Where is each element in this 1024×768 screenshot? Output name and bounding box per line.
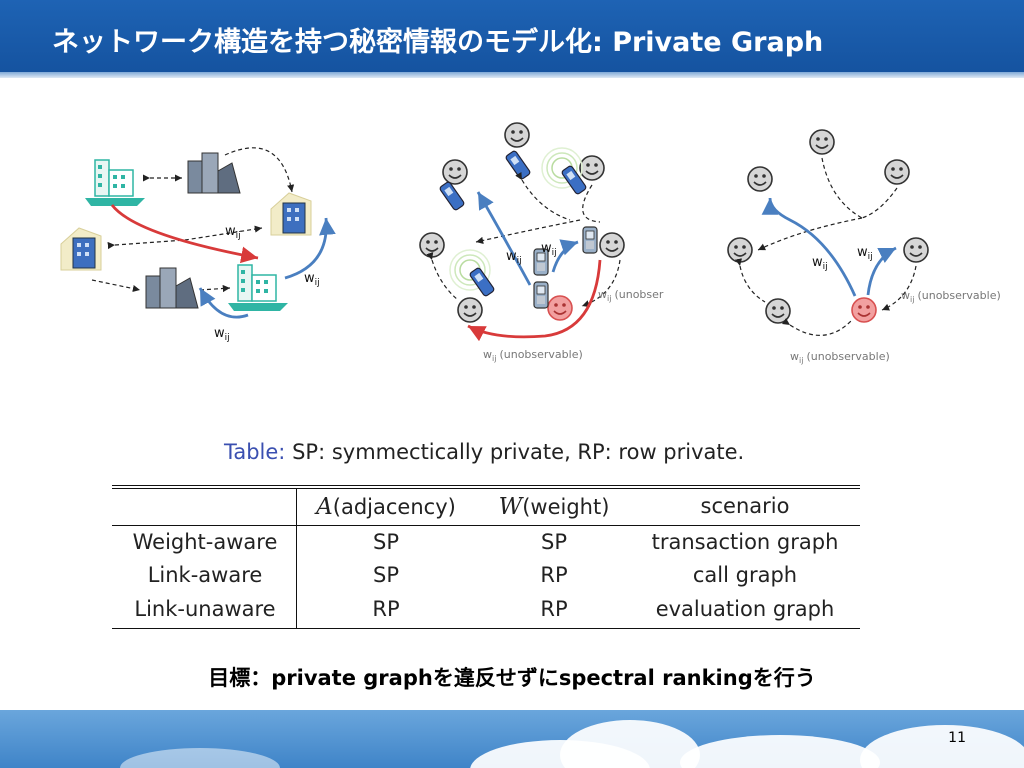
caption-label: Table: xyxy=(224,440,286,464)
person-icon xyxy=(504,122,530,148)
row-adjacency: SP xyxy=(373,530,399,554)
page-number: 11 xyxy=(948,730,966,746)
phone-icon xyxy=(438,180,466,212)
slide-header xyxy=(0,0,1024,72)
edge-weight-label: wij xyxy=(225,224,241,241)
private-person-icon xyxy=(851,297,877,323)
edge-weight-label: wij xyxy=(304,271,320,288)
person-icon xyxy=(809,129,835,155)
header-weight: W(weight) xyxy=(498,494,610,520)
cloud-shape xyxy=(680,735,880,768)
building-icon xyxy=(84,159,146,207)
unobservable-label: wij(unobservable) xyxy=(901,289,1001,304)
unobservable-label: wij(unobservable) xyxy=(483,348,583,363)
table-caption: Table: SP: symmectically private, RP: ro… xyxy=(224,440,744,464)
building-icon xyxy=(187,152,241,194)
phone-icon xyxy=(582,226,598,254)
edge-weight-label: wij xyxy=(506,249,522,266)
unobservable-label: wij(unobservable) xyxy=(790,350,890,365)
row-adjacency: SP xyxy=(373,563,399,587)
header-divider xyxy=(0,72,1024,78)
building-icon xyxy=(60,227,102,271)
row-scenario: call graph xyxy=(692,563,798,587)
person-icon xyxy=(457,297,483,323)
edge-weight-label: wij xyxy=(214,326,230,343)
person-icon xyxy=(442,159,468,185)
caption-text: SP: symmectically private, RP: row priva… xyxy=(292,440,745,464)
unobservable-label: wij(unobser xyxy=(598,288,664,303)
building-icon xyxy=(227,264,289,312)
cloud-shape xyxy=(120,748,280,768)
phone-icon xyxy=(533,281,549,309)
header-scenario: scenario xyxy=(700,494,790,518)
row-weight: RP xyxy=(540,563,568,587)
diagram-weight-aware: wij wij wij xyxy=(60,147,336,343)
phone-icon xyxy=(504,149,532,181)
edge-weight-label: wij xyxy=(812,255,828,272)
table-header-rule xyxy=(112,525,860,526)
goal-statement: 目標：private graphを違反せずにspectral rankingを行… xyxy=(208,666,816,690)
row-weight: RP xyxy=(540,597,568,621)
header-adjacency: A(adjacency) xyxy=(316,494,456,520)
row-scenario: evaluation graph xyxy=(655,597,835,621)
table-bottom-rule xyxy=(112,628,860,629)
edge-weight-label: wij xyxy=(541,241,557,258)
edge-weight-label: wij xyxy=(857,245,873,262)
row-scenario: transaction graph xyxy=(651,530,839,554)
person-icon xyxy=(579,155,605,181)
person-icon xyxy=(599,232,625,258)
person-icon xyxy=(419,232,445,258)
footer-sky xyxy=(0,710,1024,768)
cloud-shape xyxy=(860,725,1024,768)
cloud-shape xyxy=(560,720,700,768)
table-column-rule xyxy=(296,489,297,628)
person-icon xyxy=(903,237,929,263)
person-icon xyxy=(765,298,791,324)
building-icon xyxy=(270,192,312,236)
person-icon xyxy=(727,237,753,263)
row-adjacency: RP xyxy=(372,597,400,621)
building-icon xyxy=(145,267,199,309)
content-panel xyxy=(0,78,1024,710)
slide-title: ネットワーク構造を持つ秘密情報のモデル化: Private Graph xyxy=(52,27,824,58)
row-name: Weight-aware xyxy=(132,530,278,554)
row-weight: SP xyxy=(541,530,567,554)
table-top-rule xyxy=(112,485,860,489)
graph-diagrams: wij wij wij wij wij wij(unobservable) wi… xyxy=(60,122,1001,365)
phone-icon xyxy=(468,266,496,298)
diagram-link-aware: wij wij wij(unobservable) wij(unobser xyxy=(419,122,664,363)
row-name: Link-unaware xyxy=(134,597,276,621)
person-icon xyxy=(884,159,910,185)
person-icon xyxy=(747,166,773,192)
diagram-link-unaware: wij wij wij(unobservable) wij(unobservab… xyxy=(727,129,1001,365)
row-name: Link-aware xyxy=(147,563,263,587)
private-person-icon xyxy=(547,295,573,321)
